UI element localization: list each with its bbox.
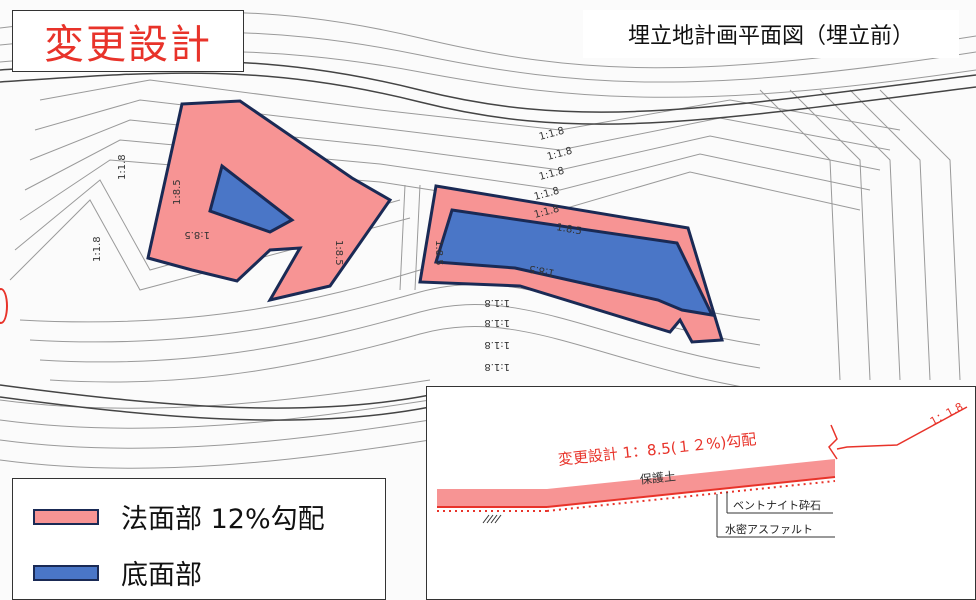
asphalt-label: 水密アスファルト: [725, 523, 813, 536]
inner-slope-label: 1:8.5: [528, 263, 555, 278]
inner-slope-label: 1:8.5: [184, 229, 210, 240]
slope-label: 1:1.8: [484, 361, 510, 372]
cross-section-drawing: [437, 406, 968, 538]
legend-label: 底面部: [121, 560, 202, 591]
slope-label: 1:1.8: [92, 236, 103, 262]
bottom-area-east: [434, 208, 715, 317]
legend: 法面部 12%勾配 底面部: [12, 478, 386, 600]
plan-title: 埋立地計画平面図（埋立前）: [627, 24, 914, 49]
page-title: 変更設計: [44, 22, 212, 68]
legend-item-bottom: 底面部: [33, 553, 202, 592]
title-box: 変更設計: [12, 10, 244, 72]
inner-slope-label: 1:8.5: [433, 240, 444, 266]
slope-label: 1:1.8: [484, 339, 510, 350]
inner-slope-label: 1:8.5: [333, 240, 344, 266]
cross-section-inset: 変更設計 1：8.5(１２%)勾配 保護土 ベントナイト砕石 水密アスファルト …: [426, 386, 976, 600]
subtitle-box: 埋立地計画平面図（埋立前）: [583, 10, 959, 58]
bottom-area-west: [208, 163, 295, 234]
protective-soil-layer: [437, 459, 835, 507]
inner-slope-labels: 1:8.5 1:8.5 1:8.5 1:8.5 1:8.5 1:8.5: [172, 179, 583, 278]
inner-slope-label: 1:8.5: [172, 179, 183, 205]
bottom-swatch: [33, 564, 99, 581]
slope-label: 1:1.8: [117, 154, 128, 180]
bentonite-label: ベントナイト砕石: [733, 499, 821, 512]
legend-item-slope: 法面部 12%勾配: [33, 497, 325, 536]
slope-label: 1:1.8: [484, 317, 510, 328]
inner-slope-label: 1:8.5: [555, 222, 582, 237]
slope-swatch: [33, 508, 99, 525]
legend-label: 法面部 12%勾配: [121, 504, 325, 535]
slope-label: 1:1.8: [484, 297, 510, 308]
